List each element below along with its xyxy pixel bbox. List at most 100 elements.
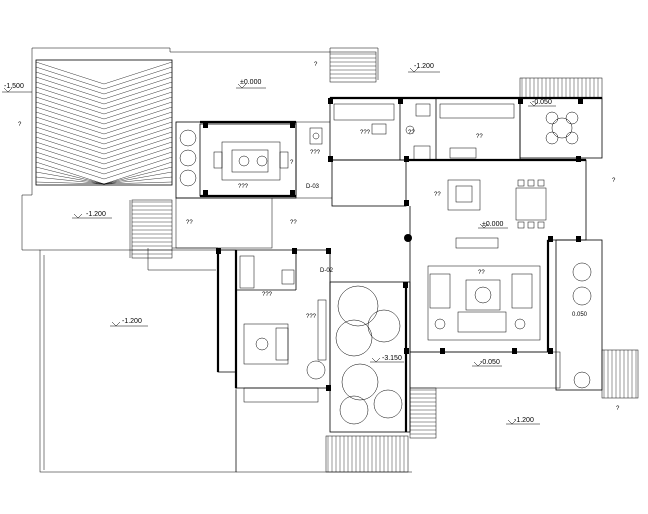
roof-hatch-line [35, 101, 105, 125]
roof-hatch-line [35, 91, 105, 115]
roof-hatch-line [35, 176, 105, 185]
roof-hatch-line [35, 136, 105, 160]
room-tag-service: ??? [310, 150, 321, 156]
room-tag-lounge: ??? [238, 184, 249, 190]
roof-hatch-line [35, 86, 105, 110]
garden-trees [335, 285, 403, 425]
roof-hatch-line [103, 101, 173, 125]
roof-hatch-line [35, 66, 105, 90]
roof-hatch-line [103, 121, 173, 145]
roof-hatch-line [35, 106, 105, 130]
level-south-yard: -1.200 [514, 417, 534, 424]
roof-hatch-line [35, 151, 105, 175]
roof-hatch-line [35, 141, 105, 165]
stair-south [325, 435, 409, 473]
room-tag-southeast: ? [616, 406, 620, 412]
roof-hatch-line [103, 66, 173, 90]
room-tag-east: ? [612, 178, 616, 184]
stair-southeast [409, 387, 437, 439]
roof-hatch-line [103, 96, 173, 120]
roof-hatch-line [103, 86, 173, 110]
level-living: ±0.000 [482, 221, 503, 228]
dining-set-terrace [545, 111, 579, 145]
plants-left [179, 129, 197, 187]
roof-hatch-line [35, 156, 105, 180]
east-room-furniture [572, 262, 592, 389]
room-tag-roof: ? [18, 122, 22, 128]
roof-hatch-line [103, 176, 173, 185]
roof-hatch-line [35, 96, 105, 120]
room-tag-bath: ??? [360, 130, 371, 136]
structural-columns [203, 98, 583, 391]
stair-east [601, 349, 639, 399]
roof-hatch-line [35, 71, 105, 95]
room-tag-dining: ?? [434, 192, 441, 198]
roof-hatch-line [103, 156, 173, 180]
level-east-room: 0.050 [572, 312, 588, 318]
roof-hatch-line [103, 141, 173, 165]
roof-hatch-line [103, 81, 173, 105]
roof-hatch-line [35, 111, 105, 135]
room-tag-living: ?? [478, 270, 485, 276]
roof-hatch-line [35, 126, 105, 150]
roof-hatch-line [103, 106, 173, 130]
room-tag-bedroom: ??? [306, 314, 317, 320]
roof-hatch-line [103, 151, 173, 175]
kitchen-counters [413, 145, 481, 211]
roof-hatch-line [35, 171, 105, 185]
roof-hatch-line [103, 131, 173, 155]
roof-hatch-line [35, 76, 105, 100]
roof-hatch-line [103, 116, 173, 140]
roof-hatch-line [103, 136, 173, 160]
roof-hatch-line [103, 181, 173, 185]
roof-hatch-line [103, 146, 173, 170]
roof-hatch-line [35, 116, 105, 140]
stair-top-center [329, 51, 377, 83]
roof-hatch-line [103, 126, 173, 150]
lounge-furniture [213, 141, 289, 181]
room-tag-kitchen: ?? [476, 134, 483, 140]
room-tag-wc: ?? [408, 130, 415, 136]
roof-hatch-line [35, 81, 105, 105]
dining-table [515, 179, 547, 229]
roof-hatch-line [103, 91, 173, 115]
level-south-terrace: -0.050 [480, 359, 500, 366]
roof-hatch-line [35, 131, 105, 155]
roof-hatch-line [35, 146, 105, 170]
room-tag-bedroom-bath: ??? [262, 292, 273, 298]
room-tag-west: ?? [186, 220, 193, 226]
roof-hatch-line [103, 61, 173, 85]
roof-hatch-line [103, 76, 173, 100]
roof-hatch-line [103, 166, 173, 185]
main-walls [147, 96, 603, 433]
level-garden: -1.200 [122, 318, 142, 325]
level-terrace-center: ±0.000 [240, 79, 261, 86]
bedroom-furniture [239, 255, 327, 380]
room-tag-corridor: ?? [290, 220, 297, 226]
room-tag-hall: ? [290, 160, 294, 166]
roof-hatch-line [35, 61, 105, 85]
roof-hatch-line [103, 111, 173, 135]
service-fixtures [309, 103, 431, 145]
level-markers [2, 67, 556, 425]
door-tag-a: D-03 [306, 184, 320, 190]
roof-hatch-line [103, 171, 173, 185]
living-sofa-set [427, 237, 541, 341]
level-west-court: -1.200 [86, 211, 106, 218]
room-tag-north: ? [314, 62, 318, 68]
roof-hatch-line [35, 161, 105, 185]
level-roof-left: -1.500 [4, 83, 24, 90]
level-terrace-right: -0.050 [532, 99, 552, 106]
roof-hatch-line [35, 181, 105, 185]
level-north-yard: -1.200 [414, 63, 434, 70]
stair-west [131, 199, 173, 259]
roof-hatch-line [35, 121, 105, 145]
roof-hatch-line [35, 166, 105, 185]
door-tag-b: D-02 [320, 268, 334, 274]
stair-top-right [519, 77, 603, 99]
roof-hatch-line [103, 71, 173, 95]
roof-hatch-line [103, 161, 173, 185]
level-courtyard: -3.150 [382, 355, 402, 362]
pitched-roof [35, 59, 173, 186]
